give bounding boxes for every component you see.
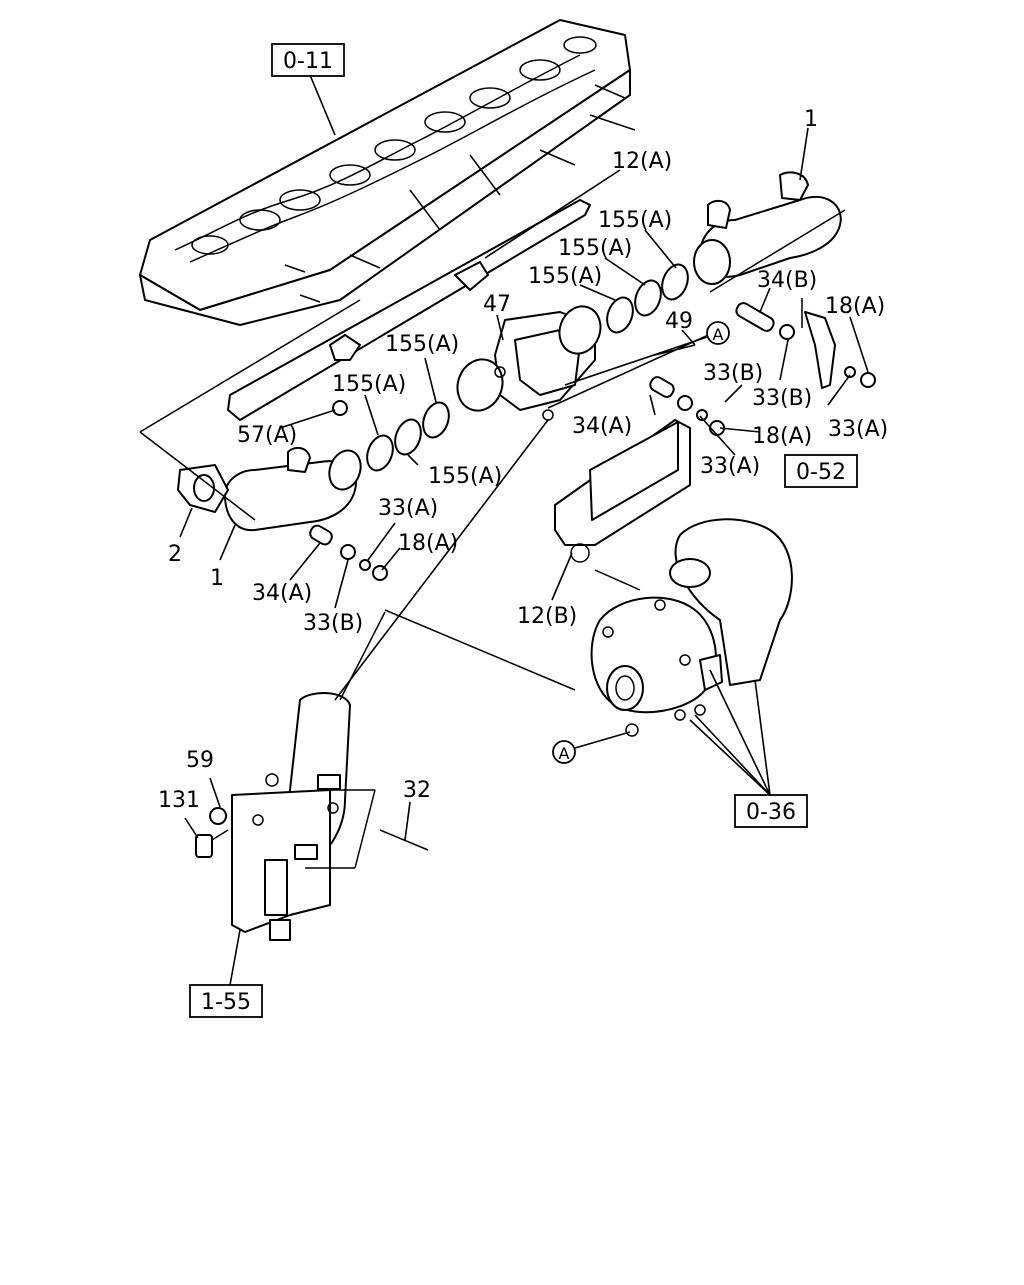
callout-59: 59 [186,748,214,773]
callout-32: 32 [403,778,431,803]
oil-return-assembly [195,692,429,941]
callout-47: 47 [483,292,511,317]
callout-12b: 12(B) [517,604,577,629]
callout-33b: 33(B) [703,361,763,386]
callout-1-top: 1 [804,107,818,132]
heat-shield-upper [227,199,591,421]
turbocharger [590,518,793,737]
leader-lines [139,74,869,986]
ref-box-0-11: 0-11 [271,43,345,77]
cylinder-head [139,19,636,326]
callout-155a: 155(A) [598,208,672,233]
seal-rings-lower [366,401,450,472]
exhaust-manifold-center [456,305,602,421]
callout-2: 2 [168,542,182,567]
manifold-gasket [177,464,229,513]
callout-labels: 1 12(A) 155(A) 155(A) 155(A) 34(B) 18(A)… [158,107,888,813]
callout-33a: 33(A) [378,496,438,521]
bracket [804,311,836,389]
seal-rings-upper [606,263,689,334]
callout-18a: 18(A) [752,424,812,449]
ref-box-0-36: 0-36 [734,794,808,828]
svg-text:1-55: 1-55 [201,990,251,1015]
svg-text:A: A [713,325,724,344]
callout-155a: 155(A) [528,264,602,289]
exhaust-manifold-front [224,446,362,532]
exhaust-manifold-rear [693,171,842,285]
callout-155a: 155(A) [428,464,502,489]
svg-text:A: A [559,744,570,763]
callout-34b: 34(B) [757,268,817,293]
callout-33b: 33(B) [752,386,812,411]
callout-49: 49 [665,309,693,334]
marker-a-upper: A [706,321,730,345]
ref-box-1-55: 1-55 [189,984,263,1018]
ref-box-0-52: 0-52 [784,454,858,488]
callout-18a: 18(A) [825,294,885,319]
callout-33a: 33(A) [700,454,760,479]
callout-57a: 57(A) [237,423,297,448]
callout-155a: 155(A) [385,332,459,357]
callout-33a: 33(A) [828,417,888,442]
callout-1-mid: 1 [210,566,224,591]
heat-shield-lower [554,419,691,563]
callout-34a: 34(A) [252,581,312,606]
svg-text:0-11: 0-11 [283,49,333,74]
callout-131: 131 [158,788,200,813]
callout-34a: 34(A) [572,414,632,439]
callout-33b: 33(B) [303,611,363,636]
svg-text:0-36: 0-36 [746,800,796,825]
callout-155a: 155(A) [558,236,632,261]
callout-155a: 155(A) [332,372,406,397]
callout-18a: 18(A) [398,531,458,556]
callout-12a: 12(A) [612,149,672,174]
svg-text:0-52: 0-52 [796,460,846,485]
marker-a-lower: A [552,740,576,764]
